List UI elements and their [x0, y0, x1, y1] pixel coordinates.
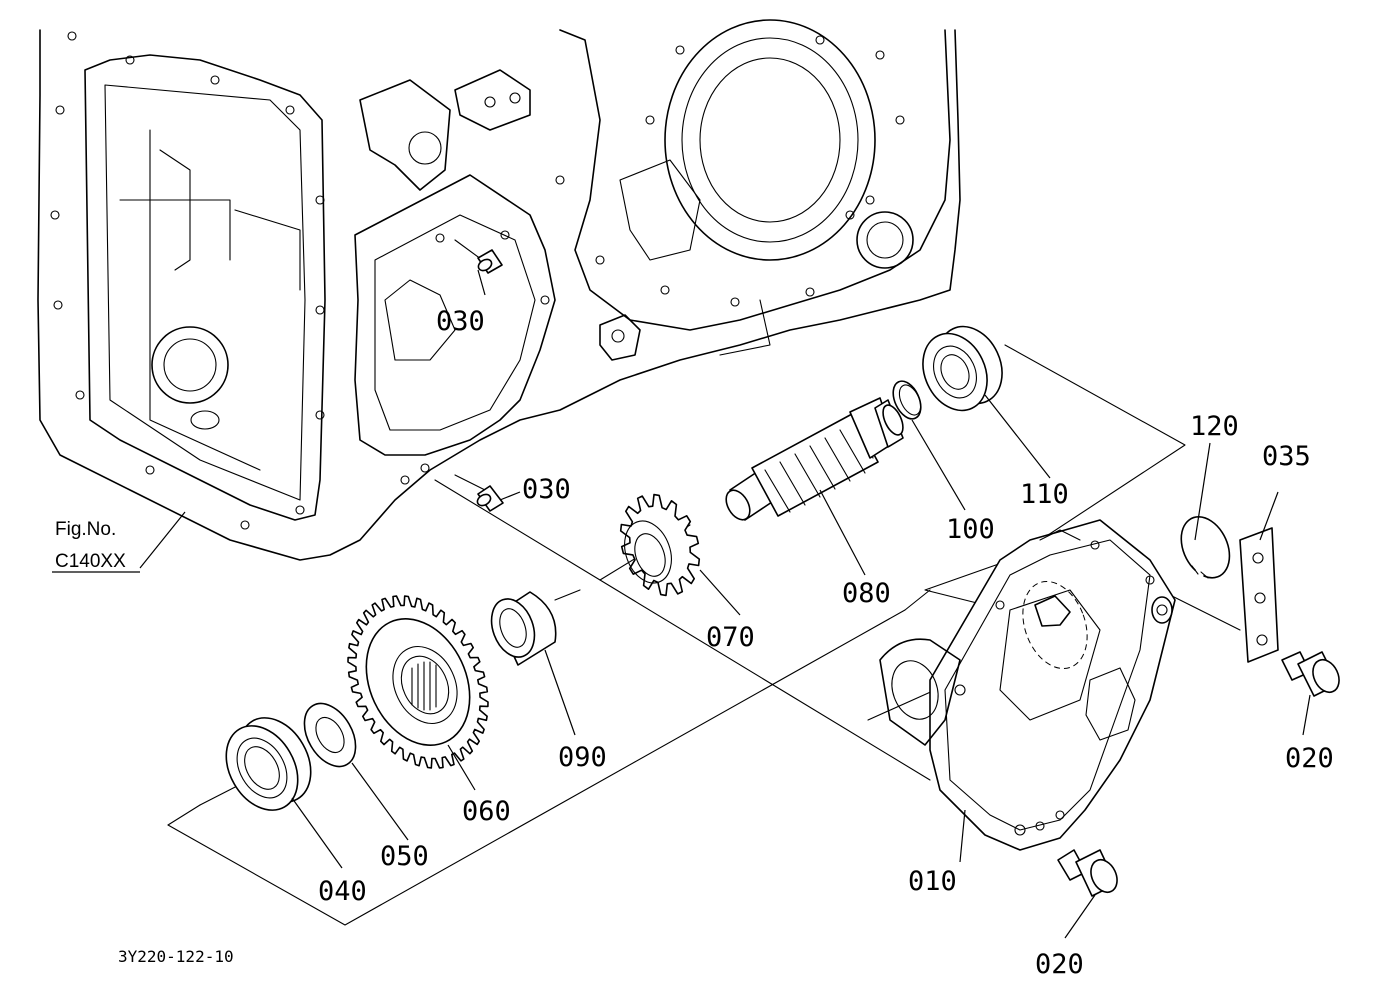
part-label-030-lower: 030: [522, 474, 571, 505]
part-label-040: 040: [318, 876, 367, 907]
part-label-100: 100: [946, 514, 995, 545]
part-label-090: 090: [558, 742, 607, 773]
leader-lines: [139, 269, 1311, 939]
part-label-120: 120: [1190, 411, 1239, 442]
part-label-020-bottom: 020: [1035, 949, 1084, 980]
figure-ref-number: C140XX: [55, 551, 126, 572]
ball-bearing-110: [922, 325, 1003, 412]
splined-shaft-080: [725, 397, 904, 521]
transmission-case: [37, 19, 961, 561]
drain-plug-020-right: [1281, 651, 1340, 697]
bracket-plate-035: [1239, 527, 1279, 663]
dowel-pin-lower: [476, 485, 504, 512]
collar-090: [490, 591, 557, 666]
part-label-010: 010: [908, 866, 957, 897]
part-label-110: 110: [1020, 479, 1069, 510]
figure-ref-label: Fig.No.: [55, 519, 116, 540]
part-label-070: 070: [706, 622, 755, 653]
drawing-code: 3Y220-122-10: [118, 947, 234, 966]
ball-bearing-040: [225, 717, 312, 811]
drain-plug-020-bottom: [1057, 849, 1118, 897]
thrust-washer-050: [303, 702, 357, 768]
part-label-030-upper: 030: [436, 306, 485, 337]
part-label-050: 050: [380, 841, 429, 872]
dowel-pin-upper: [477, 249, 503, 274]
part-label-035: 035: [1262, 441, 1311, 472]
circlip-120: [1180, 516, 1231, 579]
part-label-020-right: 020: [1285, 743, 1334, 774]
part-label-060: 060: [462, 796, 511, 827]
snap-ring-100: [892, 380, 922, 420]
gear-case-cover-010: [879, 519, 1176, 851]
part-label-080: 080: [842, 578, 891, 609]
pinion-gear-070: [619, 493, 701, 597]
spur-gear-060: [347, 595, 489, 769]
